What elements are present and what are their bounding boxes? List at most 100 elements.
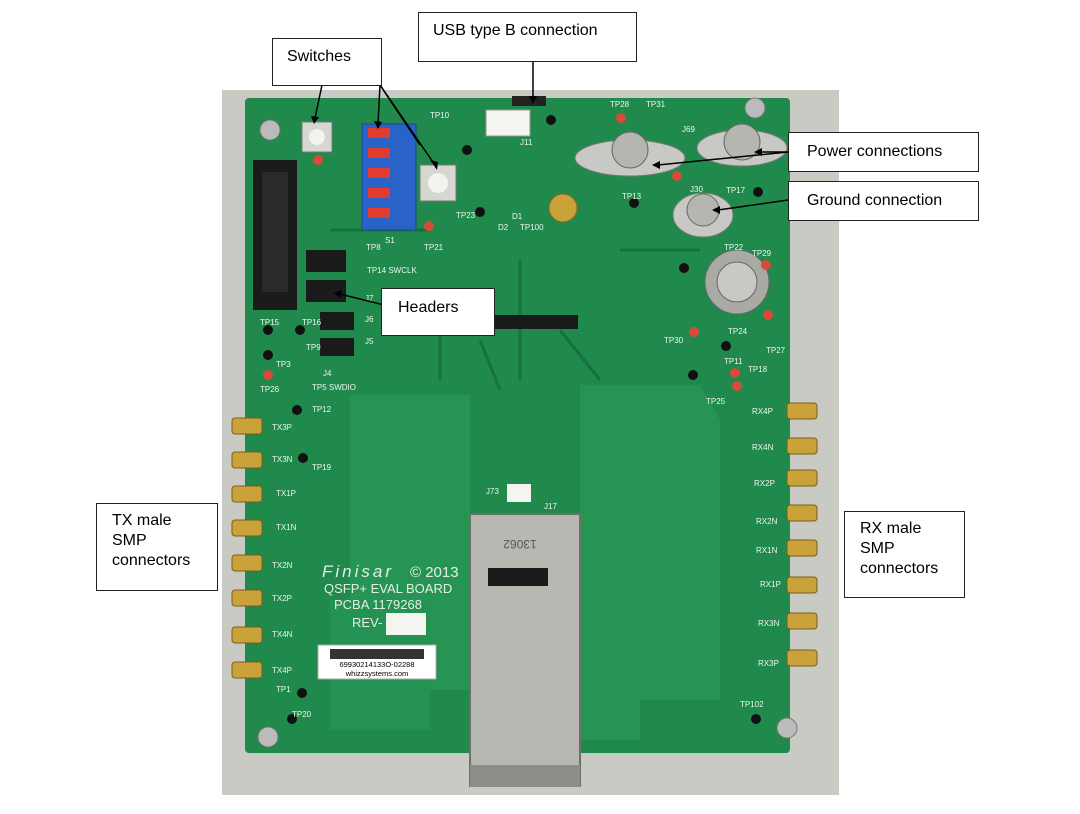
testpoint-label: TP19 [312,463,332,472]
callout-rx-line: connectors [860,560,939,577]
tx-label: TX3P [272,423,292,432]
testpoint-label: TP100 [520,223,544,232]
testpoint-label: TP30 [664,336,684,345]
fine-pitch-connector [468,315,578,329]
testpoint-label: TP102 [740,700,764,709]
header-label: J5 [365,337,374,346]
silk-pcba: PCBA 1179268 [334,597,422,612]
qsfp-cage-front [470,765,580,787]
callout-tx-line: connectors [112,552,191,569]
testpoint-label: TP3 [276,360,291,369]
copper-area-right [580,385,720,740]
header-label: J7 [365,294,374,303]
sma-connector [548,193,578,223]
testpoint-label: TP27 [766,346,786,355]
tx-smp-connectors [231,417,263,679]
test-points-red [263,113,773,391]
rx-label: RX3P [758,659,779,668]
header-label: TP14 SWCLK [367,266,417,275]
tx-label: TX2N [272,561,293,570]
barcode-bars [330,649,424,659]
testpoint-label: TP10 [430,111,450,120]
rx-label: RX1P [760,580,781,589]
testpoint-label: TP1 [276,685,291,694]
qsfp-cage [469,513,581,787]
silk-board-name: QSFP+ EVAL BOARD [324,581,452,596]
rx-label: RX1N [756,546,778,555]
callout-headers-text: Headers [398,299,459,316]
tx-label: TX4P [272,666,292,675]
testpoint-label: TP8 [366,243,381,252]
mounting-screws [257,97,798,748]
tx-label: TX1N [276,523,297,532]
testpoint-label: TP23 [456,211,476,220]
silk-brand: Finisar [322,562,394,581]
j73-white-part [507,484,531,502]
callout-arrows [314,62,789,309]
callout-switches: Switches [272,38,382,86]
qsfp-cage-slot [488,568,548,586]
testpoint-label: TP25 [706,397,726,406]
callout-rx-line: SMP [860,540,895,557]
testpoint-label: TP21 [424,243,444,252]
callout-switches-text: Switches [287,48,352,65]
rx-label: RX4P [752,407,773,416]
callout-tx: TX male SMP connectors [96,503,218,591]
rx-label: RX2N [756,517,778,526]
testpoint-label: TP26 [260,385,280,394]
callout-power: Power connections [788,132,979,172]
testpoint-label: S1 [385,236,395,245]
testpoint-label: TP13 [622,192,642,201]
silk-copyright: © 2013 [410,564,459,581]
testpoint-label: J69 [682,125,695,134]
testpoint-label: J30 [690,185,703,194]
test-points-black [263,115,763,724]
testpoint-label: TP9 [306,343,321,352]
header-pin-blocks [306,250,354,356]
testpoint-label: TP28 [610,100,630,109]
header-label: J6 [365,315,374,324]
testpoint-label: TP31 [646,100,666,109]
tx-labels: TX3P TX3N TX1P TX1N TX2N TX2P TX4N TX4P [272,423,297,675]
tx-label: TX2P [272,594,292,603]
callout-usb-text: USB type B connection [433,22,598,39]
callout-rx: RX male SMP connectors [844,511,965,598]
copper-area-left [350,395,470,690]
callout-tx-line: TX male [112,512,172,529]
callout-tx-line: SMP [112,532,147,549]
tx-label: TX4N [272,630,293,639]
testpoint-label: TP24 [728,327,748,336]
testpoint-labels: TP10 TP23 TP21 TP8 TP15 TP16 TP9 TP3 TP2… [260,100,786,719]
testpoint-label: J11 [520,138,533,147]
header-label: TP5 SWDIO [312,383,356,392]
barcode-site: whizzsystems.com [345,669,409,678]
rx-smp-connectors [786,402,818,667]
ground-post [672,192,734,238]
testpoint-label: J73 [486,487,499,496]
header-label: J4 [323,369,332,378]
testpoint-label: D2 [498,223,509,232]
testpoint-label: TP20 [292,710,312,719]
testpoint-label: TP12 [312,405,332,414]
testpoint-label: TP15 [260,318,280,327]
usb-connector [512,96,546,106]
rx-label: RX2P [754,479,775,488]
callout-usb: USB type B connection [418,12,637,62]
callout-headers: Headers [381,288,495,336]
jtag-pins [262,172,288,292]
testpoint-label: J17 [544,502,557,511]
header-labels: TP14 SWCLK J7 J6 J5 J4 TP5 SWDIO [312,266,417,392]
testpoint-label: TP22 [724,243,744,252]
testpoint-label: TP29 [752,249,772,258]
callout-arrowheads [311,96,762,298]
cage-marking: 13062 [503,537,537,551]
silk-rev: REV- [352,615,382,630]
testpoint-label: TP16 [302,318,322,327]
rx-label: RX3N [758,619,780,628]
dip-switch-levers [368,128,390,218]
white-header-j11 [485,109,531,137]
bnc-connector [704,249,770,315]
callout-power-text: Power connections [807,143,943,160]
callout-ground-text: Ground connection [807,192,943,209]
